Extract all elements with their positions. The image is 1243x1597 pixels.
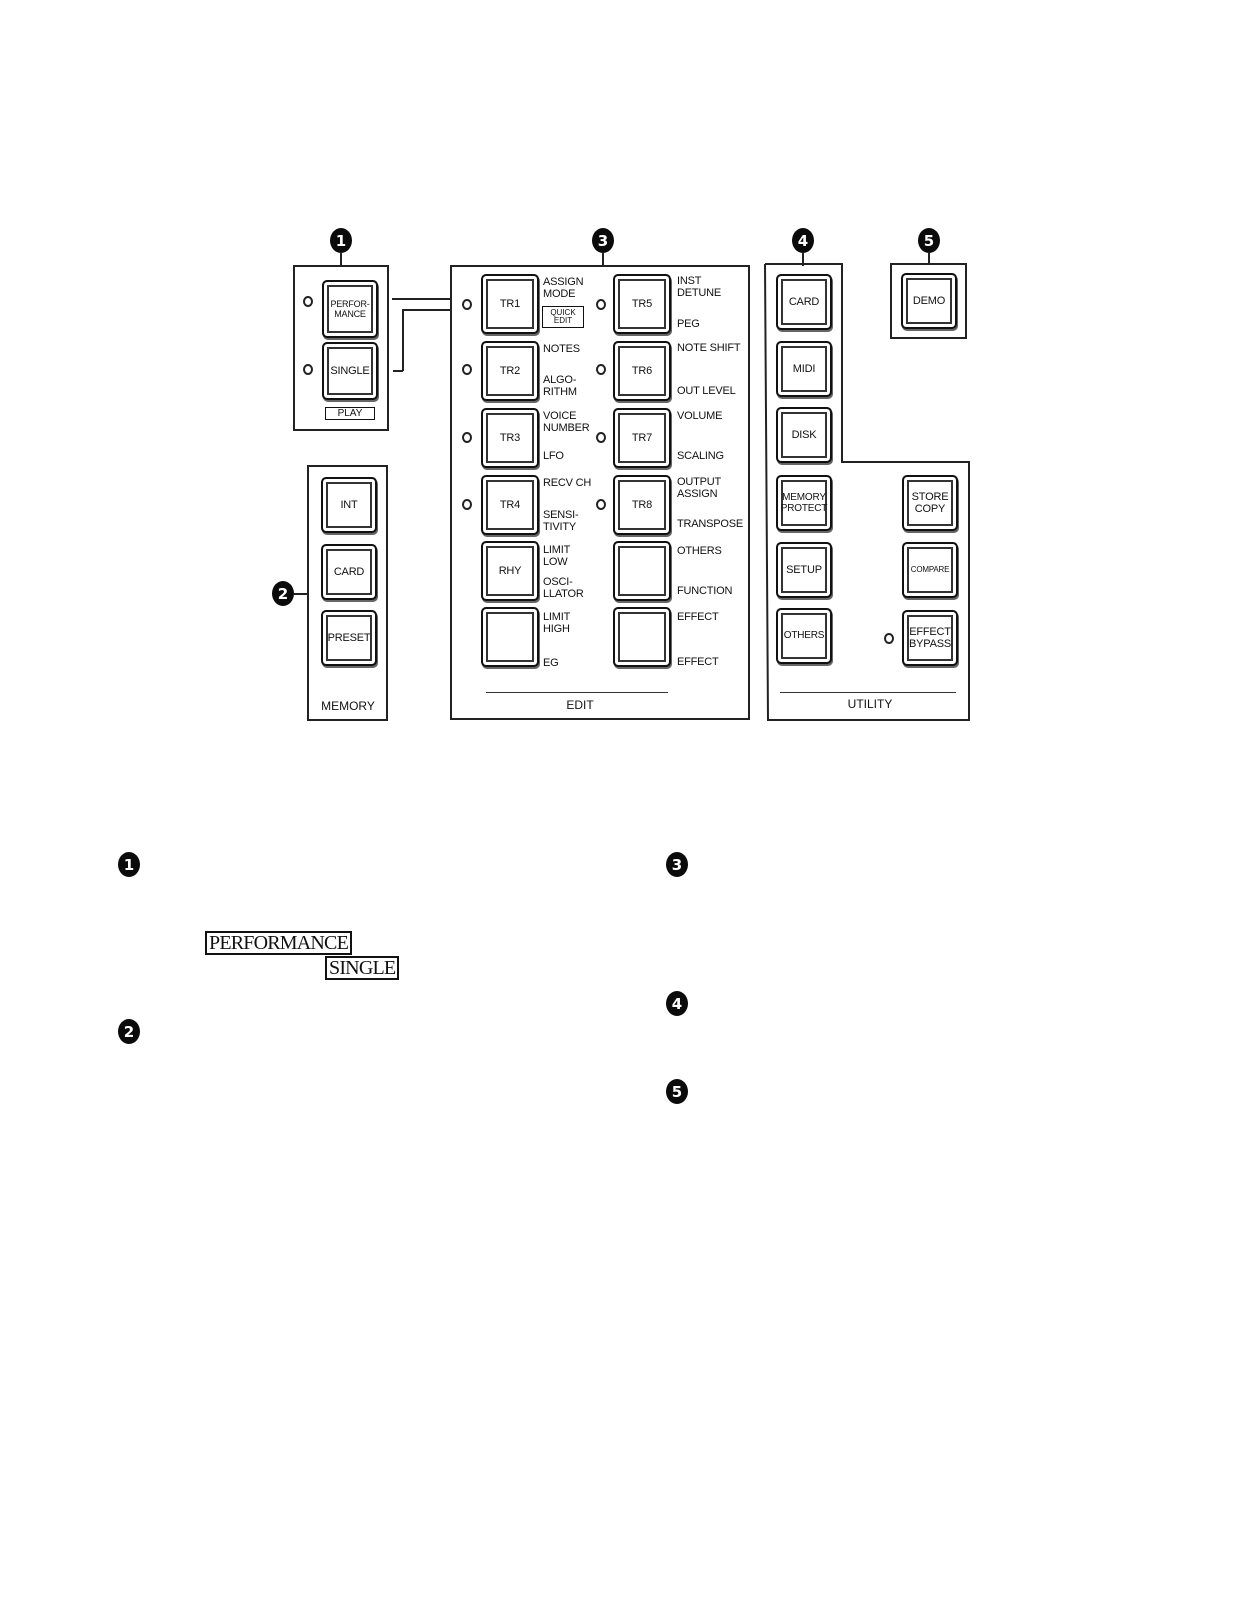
memory-title: MEMORY — [321, 699, 375, 713]
connector-performance-tr1 — [392, 298, 450, 300]
memory-card-button[interactable]: CARD — [321, 544, 377, 600]
tr1-led — [462, 299, 472, 310]
tr2-led — [462, 364, 472, 375]
note-shift-label: NOTE SHIFT — [677, 342, 741, 354]
callout-line-4 — [802, 252, 804, 266]
tr7-led — [596, 432, 606, 443]
notes-label: NOTES — [543, 343, 580, 355]
callout-line-3 — [602, 252, 604, 266]
rhy-button[interactable]: RHY — [481, 541, 539, 601]
setup-button[interactable]: SETUP — [776, 542, 832, 598]
effect-button[interactable] — [613, 607, 671, 667]
assign-mode-label: ASSIGN MODE — [543, 276, 584, 300]
transpose-label: TRANSPOSE — [677, 518, 744, 530]
tr7-button[interactable]: TR7 — [613, 408, 671, 468]
edit-panel — [450, 265, 750, 720]
volume-label: VOLUME — [677, 410, 723, 422]
recv-ch-label: RECV CH — [543, 477, 592, 489]
play-panel — [293, 265, 389, 431]
quick-edit-label: QUICK EDIT — [542, 306, 584, 328]
peg-label: PEG — [677, 318, 700, 330]
legend-marker-5: 5 — [666, 1079, 688, 1104]
tr6-button[interactable]: TR6 — [613, 341, 671, 401]
effect-bypass-button[interactable]: EFFECT BYPASS — [902, 610, 958, 666]
limit-high-label: LIMIT HIGH — [543, 611, 571, 635]
tr3-button[interactable]: TR3 — [481, 408, 539, 468]
callout-line-1 — [340, 252, 342, 266]
single-button[interactable]: SINGLE — [322, 342, 378, 400]
out-level-label: OUT LEVEL — [677, 385, 736, 397]
performance-led — [303, 296, 313, 307]
utility-divider — [780, 692, 956, 693]
callout-line-5 — [928, 252, 930, 264]
eg-label: EG — [543, 657, 559, 669]
others-function-button[interactable] — [613, 541, 671, 601]
memory-panel — [307, 465, 388, 721]
limit-low-label: LIMIT LOW — [543, 544, 571, 568]
lfo-label: LFO — [543, 450, 564, 462]
callout-marker-3: 3 — [592, 228, 614, 253]
compare-button[interactable]: COMPARE — [902, 542, 958, 598]
effect-bottom-label: EFFECT — [677, 656, 719, 668]
edit-title: EDIT — [566, 698, 594, 712]
callout-marker-5: 5 — [918, 228, 940, 253]
legend-marker-4: 4 — [666, 991, 688, 1016]
tr5-led — [596, 299, 606, 310]
utility-card-button[interactable]: CARD — [776, 274, 832, 330]
memory-protect-button[interactable]: MEMORY PROTECT — [776, 475, 832, 531]
demo-panel — [890, 263, 967, 339]
tr5-button[interactable]: TR5 — [613, 274, 671, 334]
output-assign-label: OUTPUT ASSIGN — [677, 476, 722, 500]
utility-others-button[interactable]: OTHERS — [776, 608, 832, 664]
voice-number-label: VOICE NUMBER — [543, 410, 590, 434]
callout-marker-4: 4 — [792, 228, 814, 253]
algorithm-label: ALGO- RITHM — [543, 374, 577, 398]
effect-bypass-led — [884, 633, 894, 644]
play-title: PLAY — [325, 407, 375, 420]
connector-single-stub — [393, 370, 403, 372]
others-label: OTHERS — [677, 545, 722, 557]
function-label: FUNCTION — [677, 585, 733, 597]
utility-disk-button[interactable]: DISK — [776, 407, 832, 463]
inst-detune-label: INST DETUNE — [677, 275, 722, 299]
tr3-led — [462, 432, 472, 443]
legend-single-key: SINGLE — [325, 956, 400, 980]
store-copy-button[interactable]: STORE COPY — [902, 475, 958, 531]
legend-marker-3: 3 — [666, 852, 688, 877]
callout-line-2 — [294, 593, 308, 595]
utility-panel — [764, 263, 970, 721]
connector-single-vertical — [402, 309, 404, 371]
scaling-label: SCALING — [677, 450, 724, 462]
callout-marker-1: 1 — [330, 228, 352, 253]
single-led — [303, 364, 313, 375]
legend-marker-2: 2 — [118, 1019, 140, 1044]
memory-int-button[interactable]: INT — [321, 477, 377, 533]
tr6-led — [596, 364, 606, 375]
edit-divider — [486, 692, 668, 693]
tr4-led — [462, 499, 472, 510]
tr8-button[interactable]: TR8 — [613, 475, 671, 535]
legend-marker-1: 1 — [118, 852, 140, 877]
utility-midi-button[interactable]: MIDI — [776, 341, 832, 397]
sensitivity-label: SENSI- TIVITY — [543, 509, 579, 533]
callout-marker-2: 2 — [272, 581, 294, 606]
tr8-led — [596, 499, 606, 510]
tr2-button[interactable]: TR2 — [481, 341, 539, 401]
tr4-button[interactable]: TR4 — [481, 475, 539, 535]
effect-top-label: EFFECT — [677, 611, 719, 623]
performance-button[interactable]: PERFOR- MANCE — [322, 280, 378, 338]
utility-title: UTILITY — [847, 697, 893, 711]
memory-preset-button[interactable]: PRESET — [321, 610, 377, 666]
demo-button[interactable]: DEMO — [901, 273, 957, 329]
connector-single-tr1 — [403, 309, 450, 311]
legend-performance-key: PERFORMANCE — [205, 931, 353, 955]
blank-left-button[interactable] — [481, 607, 539, 667]
tr1-button[interactable]: TR1 — [481, 274, 539, 334]
oscillator-label: OSCI- LLATOR — [543, 576, 584, 600]
